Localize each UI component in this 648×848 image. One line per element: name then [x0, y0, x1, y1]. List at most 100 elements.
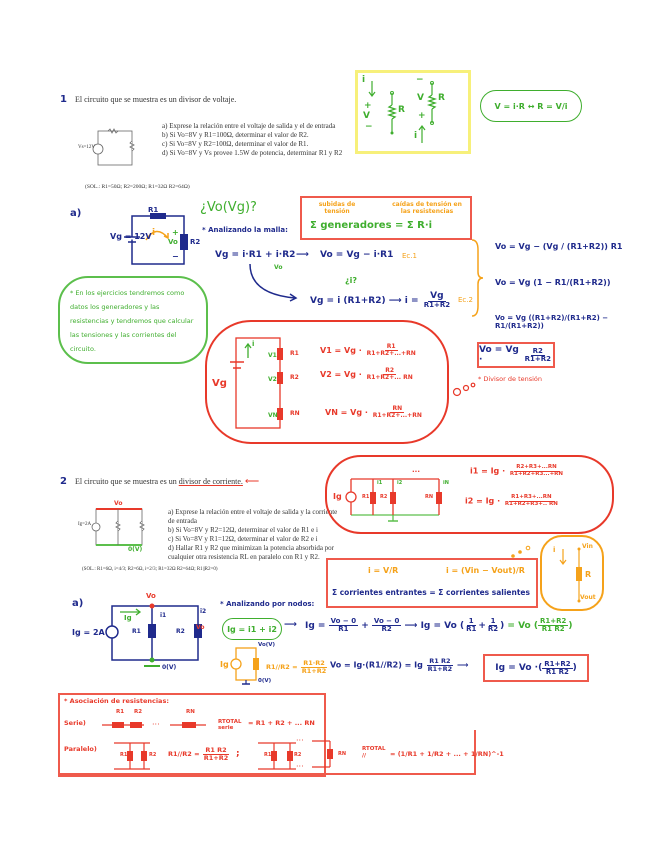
dots: ···	[412, 468, 420, 476]
parallel-n-r2: R2	[294, 752, 302, 758]
item-d: d) Si Vo=8V y Vs provee 1.5W de potencia…	[162, 149, 343, 157]
ohm-law-formula: V = i·R ↔ R = V/i	[494, 101, 568, 111]
eq1-vo-under: Vo	[274, 264, 283, 271]
r1-label: R1	[132, 628, 141, 635]
formula-lhs: V2 = Vg ·	[320, 370, 362, 379]
item-b: b) Si Vo=8V y R1=100Ω, determinar el val…	[162, 131, 309, 139]
orange-brace	[471, 239, 484, 317]
item-a: a) Exprese la relación entre el voltaje …	[162, 122, 336, 130]
formula-den: R1+R2+...+RN	[372, 412, 422, 419]
parallel-r1: R1	[120, 752, 128, 758]
current-divider-link[interactable]: divisor de corriente.	[178, 477, 243, 486]
plus-label: +	[418, 111, 426, 121]
divider-caption: * Divisor de tensión	[478, 375, 543, 383]
vout-label: Vout	[580, 594, 596, 601]
formula-lhs: i2 = Ig ·	[465, 496, 501, 506]
ground-node-label: 0(V)	[258, 678, 272, 684]
resistor-label: R	[438, 93, 445, 103]
kcl-right-note: i = (Vin − Vout)/R	[446, 566, 525, 575]
kcl-eq2-green: = Vo	[507, 621, 531, 631]
orange-thought-bubbles	[511, 545, 531, 558]
kcl-box: i = V/R i = (Vin − Vout)/R Σ corrientes …	[326, 558, 538, 608]
ohm-law-box: i + V − R − V R + i	[355, 70, 471, 154]
i1-label: i1	[160, 612, 167, 619]
series-resistors: ···	[102, 720, 206, 729]
item-c: c) Si Vo=8V y R1=12Ω, determinar el valo…	[168, 535, 318, 543]
ground-label: 0(V)	[162, 664, 177, 671]
derivation-1: Vo = Vg − (Vg / (R1+R2)) R1	[495, 242, 623, 251]
source-label: Vs=12V	[78, 145, 95, 150]
kcl-formula: Σ corrientes entrantes = Σ corrientes sa…	[332, 588, 530, 597]
problem-2: 2 El circuito que se muestra es un divis…	[60, 476, 260, 487]
vo-eq-num: R1 R2	[427, 657, 453, 666]
current-label: i	[414, 131, 418, 141]
resistor-label: R	[585, 570, 592, 579]
series-r1: R1	[116, 709, 125, 715]
formula-num: RN	[390, 405, 405, 413]
formula-den: R1+R2+... RN	[366, 374, 413, 381]
kcl-eq: =	[429, 588, 436, 597]
problem-number: 1	[60, 94, 67, 105]
formula-num: R1+R3+...RN	[509, 494, 554, 502]
derivation-3: Vo = Vg ((R1+R2)/(R1+R2) − R1/(R1+R2))	[495, 314, 609, 330]
arrow: ⟶	[404, 621, 421, 631]
parallel-two-num: R1 R2	[203, 746, 229, 755]
arrow: ⟶	[296, 250, 309, 260]
series-circuit	[230, 337, 283, 429]
formula-num: R1	[384, 343, 398, 351]
kvl-right-note: caídas de tensión en las resistencias	[392, 201, 462, 215]
result-lhs: Vo = Vg ·	[479, 345, 519, 365]
ig-label: Ig	[220, 660, 229, 669]
f1-den: R1	[466, 625, 477, 633]
orange-resistor	[559, 547, 582, 603]
formula-num: R2+R3+...RN	[514, 464, 559, 472]
result-num: R1+R2	[542, 659, 573, 669]
formula-lhs: V1 = Vg ·	[320, 346, 362, 355]
series-rn: RN	[186, 709, 195, 715]
vo-eq-den: R1+R2	[427, 664, 453, 673]
r2-label: R2	[190, 238, 201, 246]
kcl-cloud: Ig = i1 + i2	[222, 618, 282, 640]
question-vo-vg: ¿Vo(Vg)?	[200, 200, 257, 215]
formula-den: R1+R2+...+RN	[366, 350, 416, 357]
arrow-icon: ⟵	[244, 476, 260, 487]
ohm-law-cloud: V = i·R ↔ R = V/i	[480, 90, 582, 122]
resistor-diagram-right	[418, 81, 438, 143]
parallel-n-resistors	[258, 742, 296, 770]
result-lhs: Ig = Vo ·	[495, 663, 539, 673]
derivation-arrow	[249, 263, 298, 302]
r2-label: R2	[290, 374, 299, 381]
plus: +	[361, 621, 369, 631]
item-d: d) Hallar R1 y R2 que minimizan la poten…	[168, 544, 335, 561]
series-formula: = R1 + R2 + ... RN	[248, 719, 315, 727]
formula-lhs: i1 = Ig ·	[470, 466, 506, 476]
result-den: R1+R2	[524, 354, 551, 363]
v1-label: V1	[268, 352, 277, 359]
parallel-current-circuit	[345, 478, 442, 522]
vg-label: Vg	[212, 378, 227, 389]
problem-1-items: a) Exprese la relación entre el voltaje …	[162, 122, 352, 158]
current-divider-circuit	[105, 603, 202, 667]
current-label: i	[252, 340, 255, 348]
kvl-formula: Σ generadores = Σ R·i	[310, 220, 433, 231]
eq2-left: Vg = i (R1+R2)	[310, 296, 386, 306]
g-num: R1+R2	[538, 617, 569, 626]
parallel-label: Paralelo)	[64, 745, 97, 753]
nodes-title: * Analizando por nodos:	[220, 600, 315, 608]
series-total-label: RTOTAL serie	[218, 719, 242, 731]
item-b: b) Si Vo=8V y R2=12Ω, determinar el valo…	[168, 526, 318, 534]
ig-label: Ig = 2A	[72, 628, 105, 637]
kcl-cloud-text: Ig = i1 + i2	[227, 624, 277, 634]
resistor-association-box: * Asociación de resistencias: Serie) ···…	[58, 693, 326, 777]
parallel-n-continuation: ··· ···	[296, 736, 333, 771]
formula-den: R1+R2+R3...+RN	[509, 470, 564, 477]
voltage-label: V	[363, 111, 370, 121]
ground-label: 0(V)	[128, 546, 143, 553]
minus-label: −	[416, 75, 424, 85]
minus-label: −	[172, 252, 179, 261]
rn-label: RN	[425, 494, 434, 500]
